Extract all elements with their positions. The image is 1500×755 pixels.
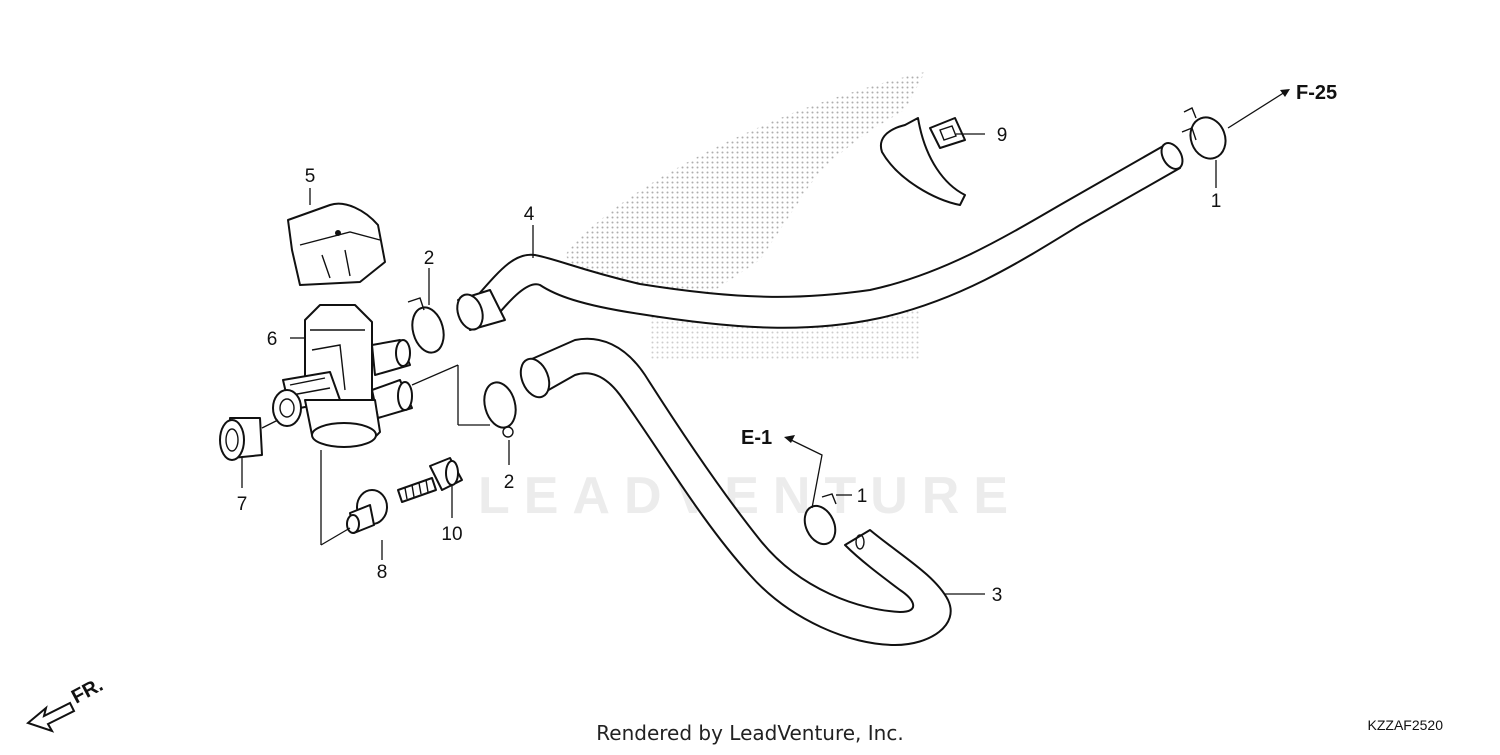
- part-1-hose-clamp-lower: [803, 493, 837, 546]
- leader-lines: [241, 91, 1286, 595]
- watermark-text: LEADVENTURE: [478, 467, 1022, 525]
- callout-10: 10: [441, 524, 462, 545]
- reference-e-1[interactable]: E-1: [741, 427, 772, 449]
- front-direction-indicator: FR.: [25, 674, 107, 733]
- part-3-air-suction-hose: [519, 337, 952, 646]
- callout-1-lower: 1: [857, 486, 868, 507]
- callout-7: 7: [237, 494, 248, 515]
- diagram-code: KZZAF2520: [1368, 717, 1444, 733]
- part-10-flange-bolt: [397, 457, 463, 503]
- part-2-hose-clamp-upper: [407, 297, 445, 354]
- part-9-hose-band: [880, 117, 966, 206]
- callout-2-upper: 2: [424, 248, 435, 269]
- callout-5: 5: [305, 166, 316, 187]
- part-5-valve-cover: [287, 202, 386, 286]
- part-2-hose-clamp-lower: [483, 381, 517, 438]
- footer-credit: Rendered by LeadVenture, Inc.: [596, 721, 903, 745]
- callout-2-lower: 2: [504, 472, 515, 493]
- callout-8: 8: [377, 562, 388, 583]
- part-8-collar: [346, 489, 388, 534]
- part-4-air-suction-hose: [456, 142, 1184, 331]
- callout-6: 6: [267, 329, 278, 350]
- callout-1-top: 1: [1211, 191, 1222, 212]
- part-1-hose-clamp-top: [1181, 107, 1227, 160]
- part-6-air-suction-valve: [272, 304, 413, 448]
- callout-3: 3: [992, 585, 1003, 606]
- front-indicator-label: FR.: [68, 674, 107, 709]
- part-7-grommet: [219, 417, 263, 461]
- reference-f-25[interactable]: F-25: [1296, 82, 1337, 104]
- arrowheads: [784, 89, 1290, 443]
- callout-4: 4: [524, 204, 535, 225]
- callout-9: 9: [997, 125, 1008, 146]
